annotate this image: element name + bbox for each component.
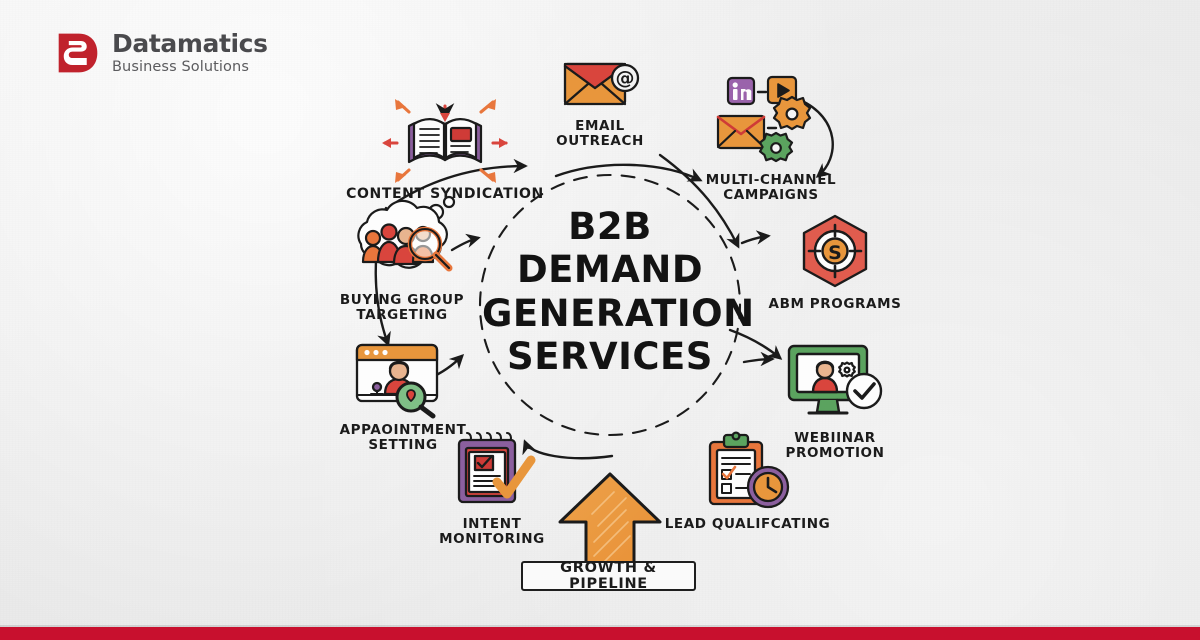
node-label: WEBIINAR PROMOTION — [785, 430, 885, 462]
node-multi-channel-campaigns[interactable]: MULTI-CHANNEL CAMPAIGNS — [676, 72, 866, 203]
node-label: INTENT MONITORING — [439, 516, 545, 548]
svg-text:S: S — [828, 242, 842, 264]
growth-pipeline-label: GROWTH & PIPELINE — [560, 559, 657, 592]
icon-wrap — [312, 192, 492, 288]
svg-text:@: @ — [616, 67, 635, 89]
node-lead-qualifcating[interactable]: LEAD QUALIFCATING — [640, 431, 855, 532]
node-appointment-setting[interactable]: APPAOINTMENT SETTING — [318, 340, 488, 453]
envelope-at-symbol-icon: @ — [563, 62, 640, 106]
node-label: MULTI-CHANNEL CAMPAIGNS — [705, 172, 837, 204]
icon-wrap — [676, 72, 866, 168]
brand-name: Datamatics — [112, 29, 268, 59]
monitor-presenter-checkmark-icon — [787, 344, 883, 415]
clipboard-checklist-clock-icon — [708, 431, 789, 509]
browser-window-person-magnifier-icon — [355, 343, 439, 419]
linkedin-play-envelope-gears-icon — [716, 75, 812, 163]
arrow-syndication-to-email — [390, 158, 528, 207]
upward-arrow-icon — [558, 472, 662, 570]
icon-wrap: S — [740, 212, 930, 292]
growth-pipeline-box[interactable]: GROWTH & PIPELINE — [521, 559, 696, 592]
node-intent-monitoring[interactable]: INTENT MONITORING — [412, 430, 572, 547]
open-book-with-radiating-arrows-icon — [382, 99, 508, 183]
icon-wrap: @ — [520, 52, 680, 114]
icon-wrap — [318, 340, 488, 419]
node-label: ABM PROGRAMS — [768, 296, 902, 312]
arrow-multichannel-loop — [798, 98, 834, 178]
node-label: EMAIL OUTREACH — [556, 118, 644, 150]
hexagon-target-crosshair-icon: S — [802, 214, 868, 288]
arrow-abm-to-webinar — [728, 328, 783, 360]
notepad-checkmark-icon — [457, 431, 536, 504]
arrow-buyinggroup-to-center — [450, 233, 481, 252]
brand-logo-text: Datamatics Business Solutions — [112, 31, 268, 75]
bottom-accent-bar — [0, 625, 1200, 640]
center-title: B2B DEMAND GENERATION SERVICES — [482, 205, 755, 378]
icon-wrap — [320, 82, 570, 183]
node-buying-group-targeting[interactable]: BUYING GROUP TARGETING — [312, 192, 492, 323]
datamatics-d-logo-icon — [58, 33, 98, 73]
brand-logo: Datamatics Business Solutions — [55, 30, 268, 76]
node-label: BUYING GROUP TARGETING — [339, 292, 465, 324]
arrow-to-abm — [740, 230, 771, 245]
node-label: LEAD QUALIFCATING — [664, 516, 831, 532]
node-content-syndication[interactable]: CONTENT SYNDICATION — [320, 82, 570, 203]
node-label: APPAOINTMENT SETTING — [339, 422, 467, 454]
icon-wrap — [745, 340, 925, 426]
arrow-multichannel-inward — [658, 153, 740, 249]
gear-green-icon — [758, 131, 794, 163]
icon-wrap — [412, 430, 572, 512]
node-abm-programs[interactable]: S ABM PROGRAMS — [740, 212, 930, 312]
icon-wrap — [640, 431, 855, 512]
brand-tagline: Business Solutions — [112, 59, 249, 76]
node-webinar-promotion[interactable]: WEBIINAR PROMOTION — [745, 340, 925, 461]
thought-bubble-people-magnifier-icon — [357, 195, 456, 272]
center-dashed-circle — [478, 173, 742, 437]
node-label: CONTENT SYNDICATION — [346, 186, 544, 202]
arrow-bottom-to-left — [522, 439, 614, 460]
node-email-outreach[interactable]: @ EMAIL OUTREACH — [520, 52, 680, 149]
gear-orange-icon — [772, 95, 812, 131]
